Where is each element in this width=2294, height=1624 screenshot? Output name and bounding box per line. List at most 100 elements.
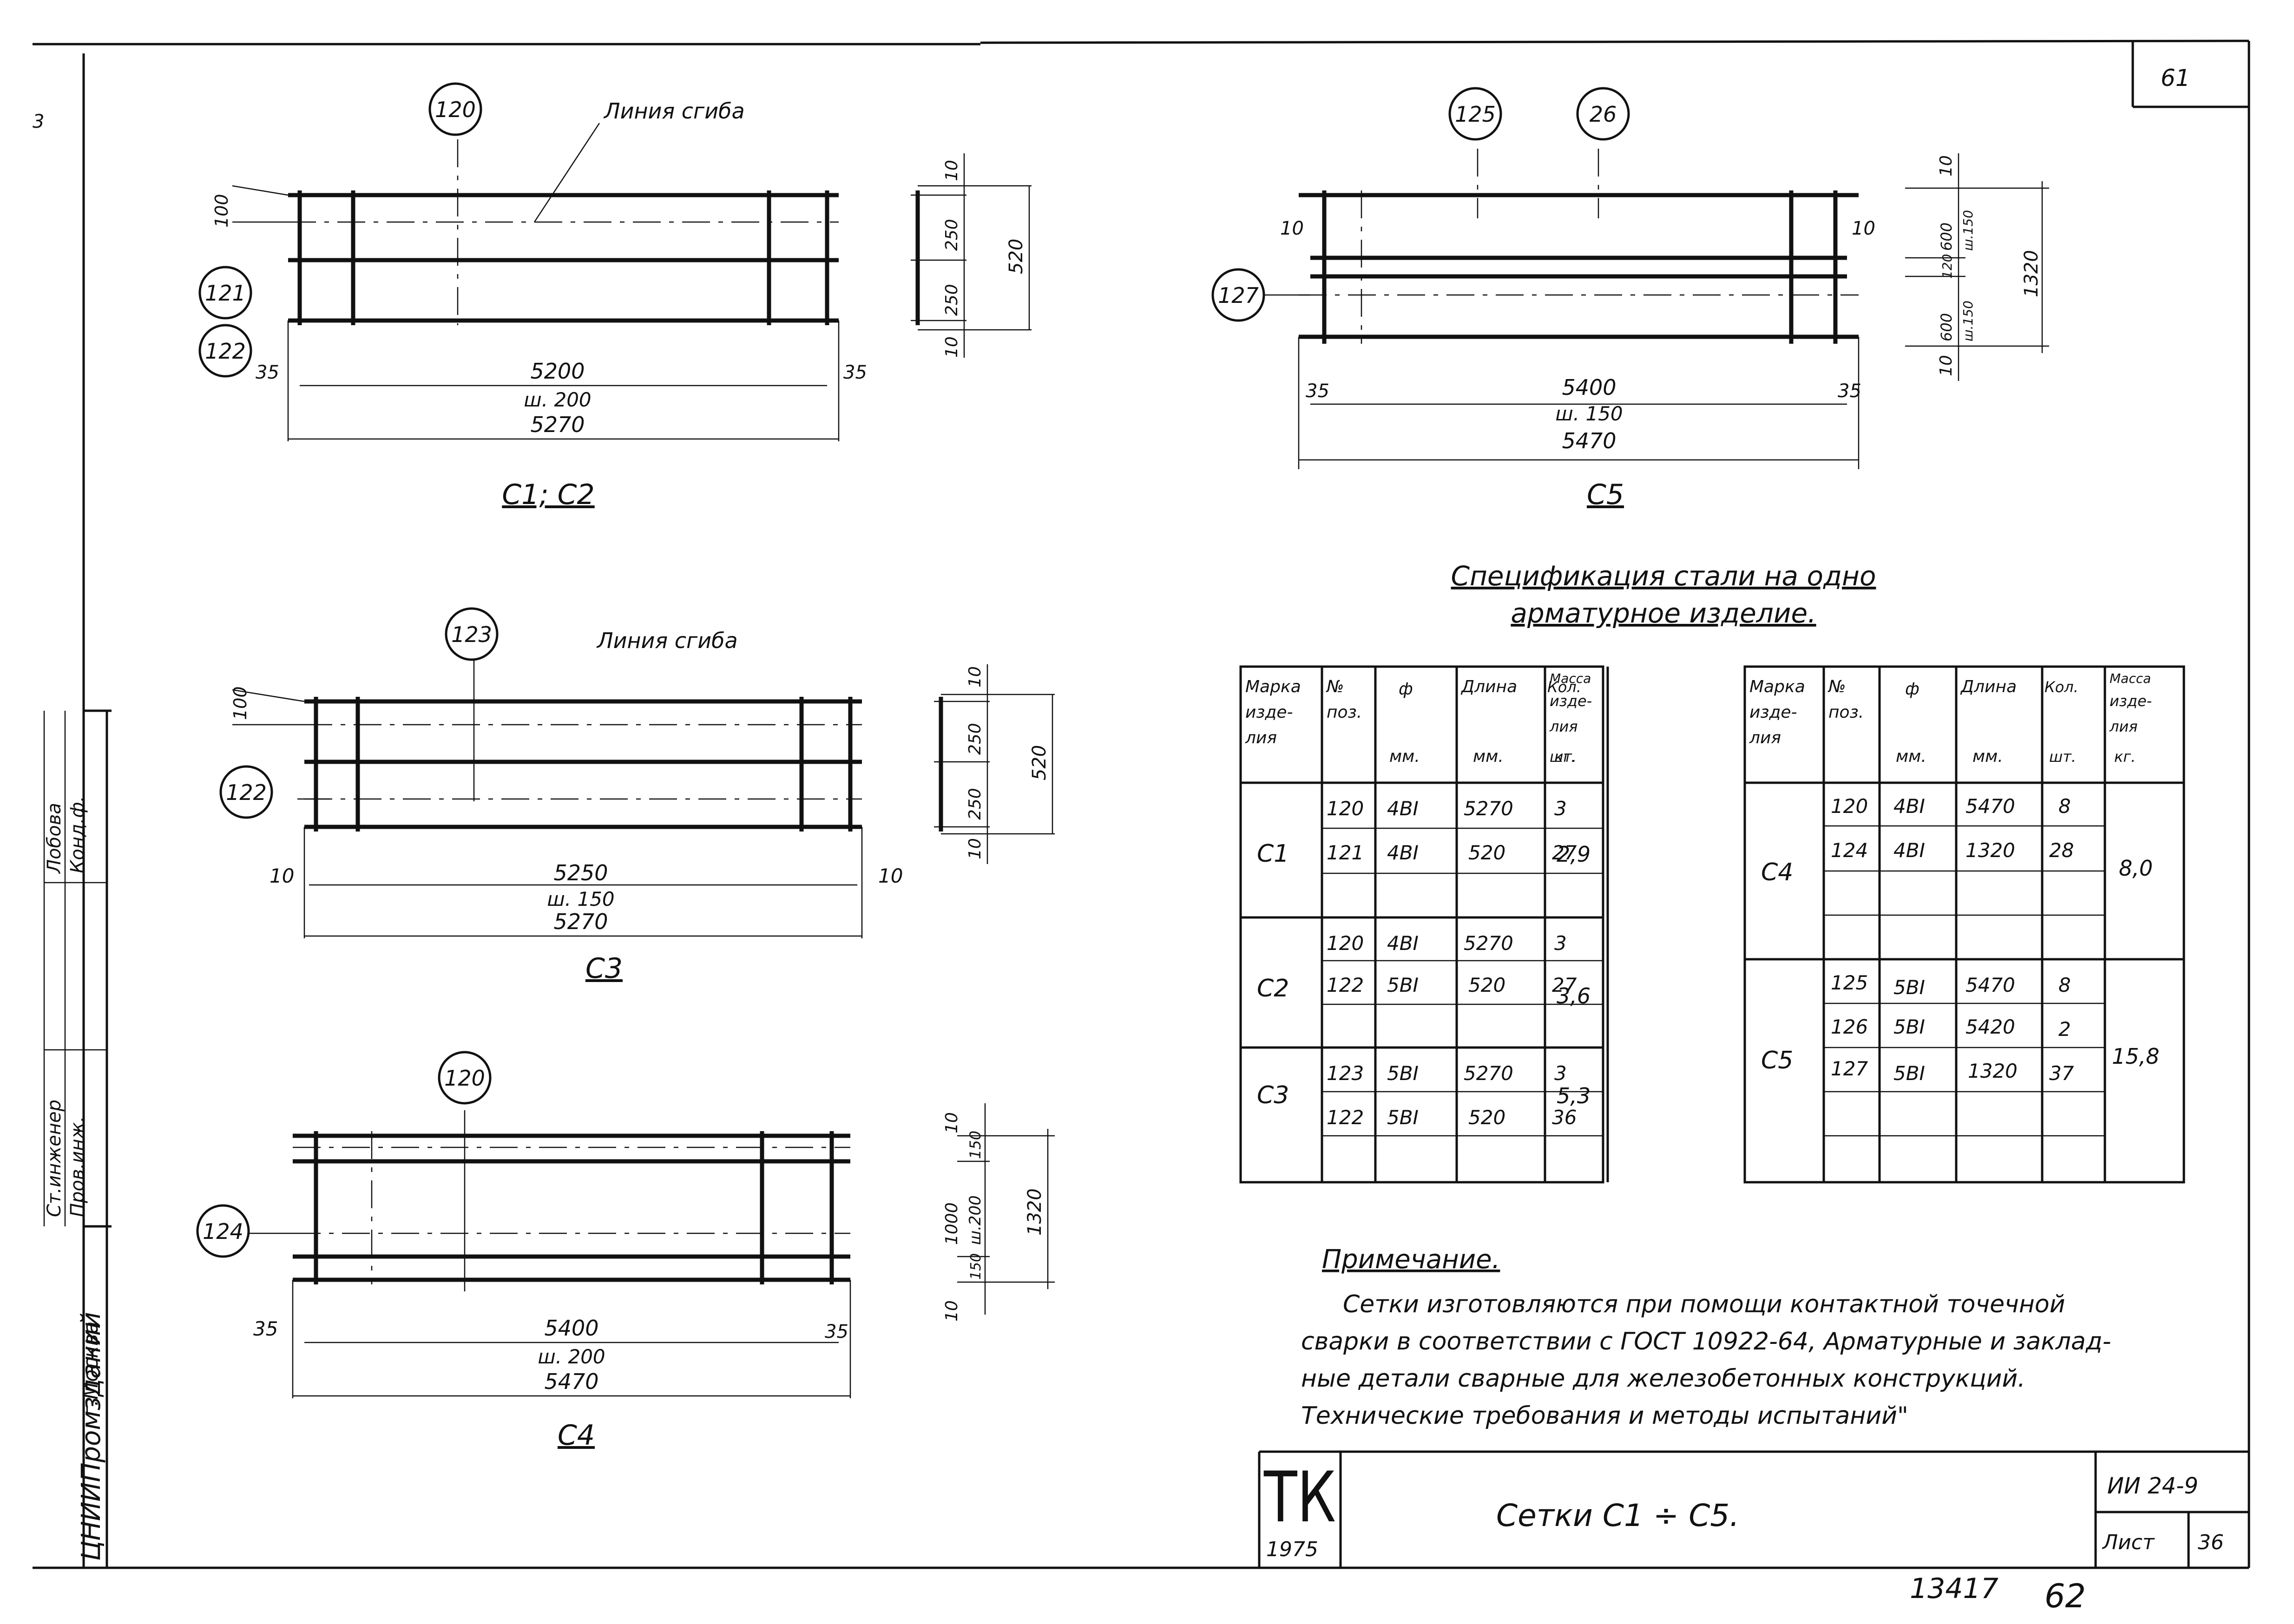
c1-sec-b: 250 [942, 284, 961, 316]
note-line-4: Технические требования и методы испытани… [1301, 1402, 1908, 1430]
spec-l-r7-qty: 3 [1554, 1062, 1567, 1085]
hdr-r-dia-2: мм. [1896, 747, 1926, 766]
mark-bubble-122-a [198, 324, 252, 378]
c1-dim-end-l: 35 [256, 362, 279, 383]
spec-r-r7-pos: 127 [1831, 1057, 1868, 1080]
mark-bubble-121 [198, 266, 252, 320]
hdr-r-qty-1: Кол. [2044, 678, 2078, 696]
spec-r-c4-mass: 8,0 [2119, 856, 2153, 881]
c3-mark-122: 122 [226, 780, 267, 805]
spec-l-c2-mark: С2 [1257, 975, 1289, 1002]
c5-dim-end-r: 35 [1838, 380, 1861, 402]
hdr-pos-2: поз. [1327, 703, 1362, 722]
spec-r-r6-qty: 2 [2058, 1018, 2071, 1041]
hdr-r-mass-1: Масса [2110, 671, 2151, 686]
spec-r-r5-len: 5470 [1965, 974, 2015, 996]
mark-bubble-122-b [219, 765, 273, 819]
c3-dim-bend: 100 [230, 686, 250, 720]
spec-l-r8-len: 520 [1468, 1106, 1505, 1129]
hdr-mass-1: Масса [1550, 671, 1591, 686]
spec-r-r2-len: 1320 [1965, 839, 2015, 862]
spec-r-c5-mass: 15,8 [2112, 1044, 2159, 1069]
c3-sec-total: 520 [1029, 745, 1050, 780]
hdr-r-dia-1: ф [1905, 680, 1919, 699]
c5-dim-side-r: 10 [1852, 218, 1875, 239]
c4-dim-inner: 5400 [544, 1316, 598, 1341]
spec-right-header: Марка изде- лия № поз. ф мм. Длина мм. К… [1749, 671, 2152, 766]
hdr-mark-2: изде- [1245, 703, 1293, 722]
note-line-2: сварки в соответствии с ГОСТ 10922-64, А… [1301, 1328, 2111, 1356]
spec-l-r5-len: 520 [1468, 974, 1505, 996]
c5-sec-b: 600 [1938, 313, 1955, 341]
c4-sec-mid: 1000 [942, 1202, 961, 1245]
c4-sec-a: 150 [966, 1131, 984, 1159]
c5-caption: С5 [1587, 478, 1624, 511]
c3-mark-123: 123 [451, 622, 492, 647]
spec-title-line2: арматурное изделие. [1511, 597, 1816, 629]
c4-caption: С4 [558, 1419, 595, 1452]
c5-sec-top: 10 [1937, 155, 1956, 177]
spec-l-r8-pos: 122 [1327, 1106, 1364, 1129]
strip-row2: Пров.инж. [67, 1116, 88, 1217]
c5-dim-pitch: ш. 150 [1555, 402, 1623, 425]
hdr-r-mass-2: изде- [2110, 692, 2152, 710]
hdr-mark-3: лия [1245, 728, 1277, 747]
page-number: 61 [2161, 65, 2190, 92]
spec-left-header: Марка изде- лия № поз. ф мм. Длина мм. К… [1245, 671, 1592, 766]
c1-dim-pitch: ш. 200 [524, 388, 591, 411]
left-edge-mark: 3 [33, 111, 44, 132]
c4-sec-total: 1320 [1024, 1188, 1045, 1236]
spec-l-c3-mark: С3 [1257, 1081, 1289, 1109]
archive-sheet: 62 [2044, 1577, 2086, 1615]
archive-number: 13417 [1910, 1572, 1998, 1605]
strip-city: г.Москва [79, 1321, 103, 1417]
c3-sec-bot: 10 [966, 838, 985, 859]
note-title: Примечание. [1322, 1244, 1500, 1275]
hdr-mass-2: изде- [1550, 692, 1592, 710]
spec-r-r6-len: 5420 [1965, 1015, 2015, 1038]
spec-r-r5-dia: 5ВI [1893, 976, 1925, 999]
note-line-3: ные детали сварные для железобетонных ко… [1301, 1365, 2025, 1393]
hdr-r-pos-1: № [1827, 677, 1846, 696]
hdr-r-mass-3: лия [2109, 718, 2138, 735]
spec-r-r1-qty: 8 [2058, 795, 2071, 818]
c1-sec-total: 520 [1006, 239, 1027, 274]
spec-l-r5-qty: 27 [1552, 974, 1577, 996]
strip-org: ЦНИИПромзданий [76, 1312, 106, 1561]
spec-r-r5-qty: 8 [2058, 974, 2071, 996]
stamp-sheet-no: 36 [2198, 1531, 2224, 1554]
spec-l-r5-dia: 5ВI [1387, 974, 1419, 996]
hdr-qty-1: Кол. [1547, 678, 1581, 696]
stamp-sheet-label: Лист [2102, 1531, 2155, 1554]
spec-l-r4-dia: 4ВI [1387, 932, 1419, 955]
spec-r-r7-dia: 5ВI [1893, 1062, 1925, 1085]
hdr-r-qty-2: шт. [2049, 748, 2076, 766]
mesh-c3 [232, 660, 1055, 938]
spec-table-right [1743, 665, 2185, 1184]
hdr-r-mark-2: изде- [1749, 703, 1797, 722]
c3-bend-label: Линия сгиба [596, 628, 738, 653]
c3-dim-pitch: ш. 150 [547, 888, 614, 910]
spec-table-left [1239, 665, 1609, 1184]
spec-l-r8-qty: 36 [1552, 1106, 1577, 1129]
note-line-1: Сетки изготовляются при помощи контактно… [1343, 1290, 2065, 1318]
c4-mark-120: 120 [444, 1066, 485, 1091]
hdr-dia-2: мм. [1389, 747, 1420, 766]
c4-dim-end-l: 35 [253, 1317, 278, 1340]
spec-r-r2-dia: 4ВI [1893, 839, 1925, 862]
title-block [1258, 1450, 2249, 1568]
spec-r-c4-mark: С4 [1761, 858, 1793, 886]
spec-r-r6-dia: 5ВI [1893, 1015, 1925, 1038]
spec-l-c2-mass: 3,6 [1557, 983, 1591, 1008]
mark-bubble-120-a [428, 82, 482, 136]
spec-r-r6-pos: 126 [1831, 1015, 1868, 1038]
c5-mark-26: 26 [1590, 102, 1617, 127]
c5-dim-side-l: 10 [1280, 218, 1304, 239]
c5-sec-total: 1320 [2021, 250, 2042, 297]
spec-left-body: С1 2,9 120 4ВI 5270 3 121 4ВI 520 27 С2 … [1257, 797, 1591, 1129]
spec-r-r1-pos: 120 [1831, 795, 1868, 818]
spec-l-r5-pos: 122 [1327, 974, 1364, 996]
hdr-r-mark-3: лия [1749, 728, 1781, 747]
spec-l-r1-len: 5270 [1464, 797, 1513, 820]
